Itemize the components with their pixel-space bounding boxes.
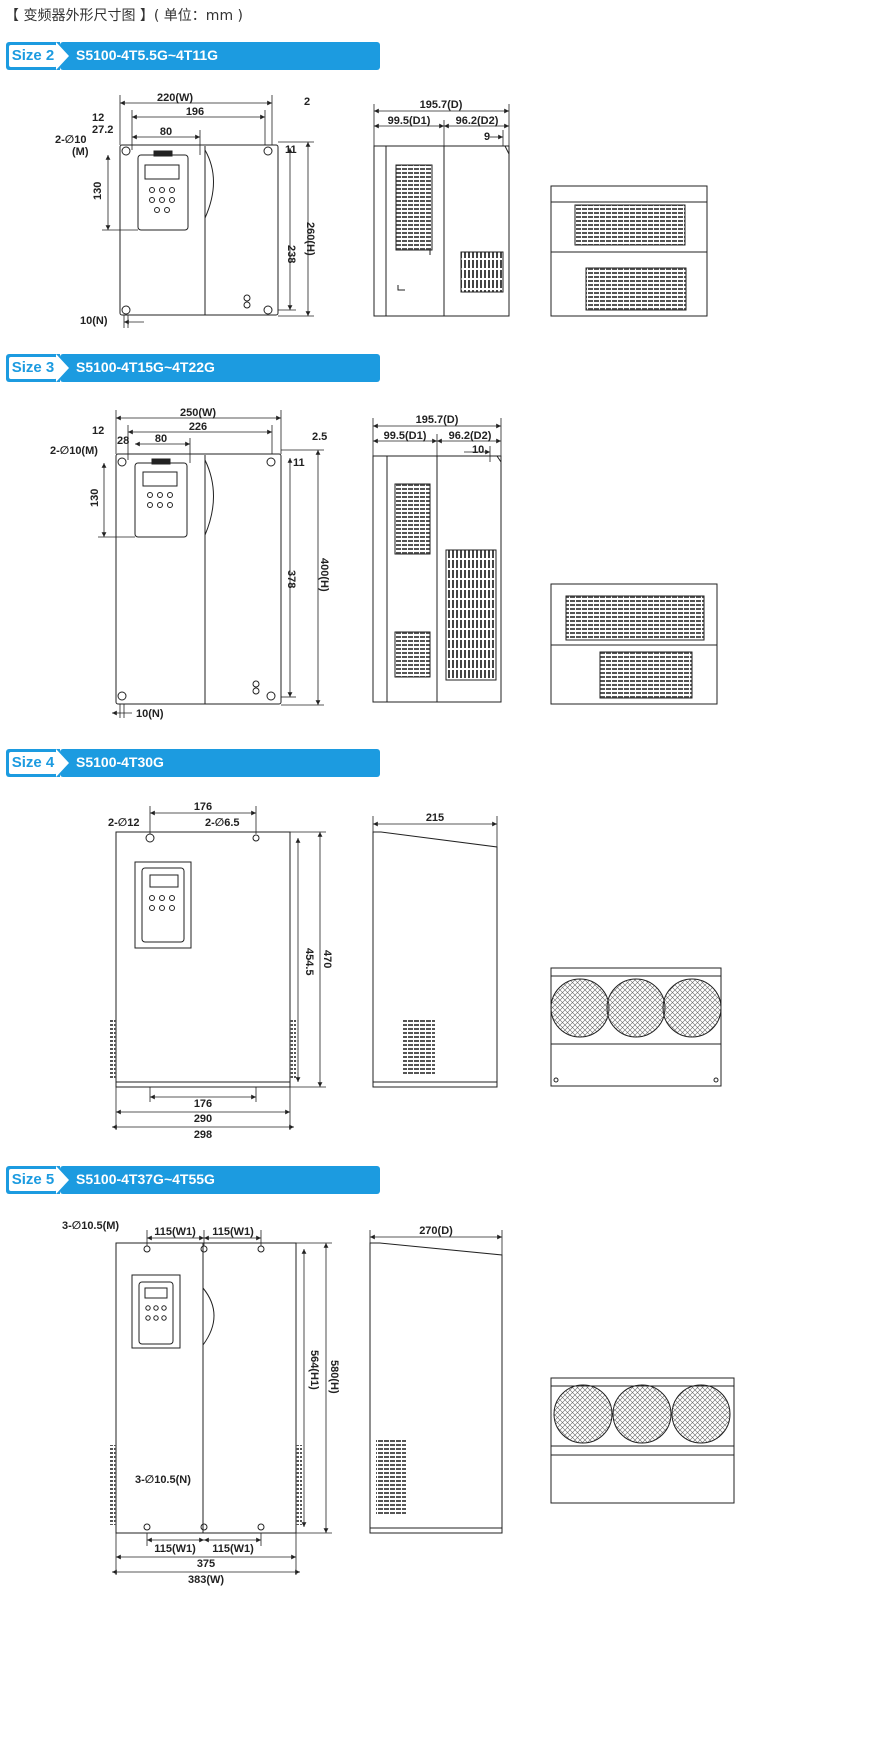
model-range: S5100-4T5.5G~4T11G bbox=[76, 47, 219, 63]
size-3-front-dimensions bbox=[98, 410, 324, 718]
svg-text:383(W): 383(W) bbox=[188, 1574, 224, 1586]
size-3-side-labels: 195.7(D) 99.5(D1) 96.2(D2) 10 bbox=[384, 414, 492, 456]
size-3-bottom-view bbox=[550, 583, 718, 705]
size-5-header: Size 5 S5100-4T37G~4T55G bbox=[6, 1166, 380, 1194]
svg-text:375: 375 bbox=[197, 1558, 215, 1570]
svg-text:130: 130 bbox=[89, 489, 101, 507]
svg-text:115(W1): 115(W1) bbox=[212, 1226, 254, 1238]
svg-text:28: 28 bbox=[117, 435, 129, 447]
svg-text:195.7(D): 195.7(D) bbox=[420, 99, 463, 111]
svg-text:99.5(D1): 99.5(D1) bbox=[384, 430, 427, 442]
svg-text:196: 196 bbox=[186, 106, 204, 118]
size-2-side-labels: 195.7(D) 99.5(D1) 96.2(D2) 9 bbox=[388, 99, 499, 143]
model-range: S5100-4T37G~4T55G bbox=[76, 1171, 215, 1187]
svg-text:10: 10 bbox=[472, 444, 484, 456]
size-2-side-view bbox=[373, 145, 510, 317]
model-range: S5100-4T30G bbox=[76, 754, 164, 770]
size-5-front-view bbox=[110, 1242, 302, 1534]
size-4-front-view bbox=[110, 831, 296, 1088]
svg-text:2-∅12: 2-∅12 bbox=[108, 817, 139, 829]
size-2-bottom-view bbox=[550, 185, 708, 317]
size-4-header: Size 4 S5100-4T30G bbox=[6, 749, 380, 777]
svg-text:580(H): 580(H) bbox=[328, 1360, 340, 1394]
size-3-front-view bbox=[115, 453, 282, 705]
size-3-side-view bbox=[372, 455, 502, 703]
size-5-bottom-view bbox=[550, 1377, 735, 1504]
size-4-bottom-view bbox=[550, 967, 722, 1087]
svg-text:11: 11 bbox=[293, 457, 305, 469]
size-2-header: Size 2 S5100-4T5.5G~4T11G bbox=[6, 42, 380, 70]
svg-text:176: 176 bbox=[194, 801, 212, 813]
svg-text:195.7(D): 195.7(D) bbox=[416, 414, 459, 426]
svg-text:378: 378 bbox=[285, 570, 297, 588]
svg-text:400(H): 400(H) bbox=[318, 558, 330, 592]
size-2-side-dimensions bbox=[373, 104, 510, 146]
size-2-front-view bbox=[119, 144, 279, 316]
svg-text:12: 12 bbox=[92, 112, 104, 124]
svg-text:2.5: 2.5 bbox=[312, 431, 327, 443]
svg-text:250(W): 250(W) bbox=[180, 407, 216, 419]
size-tag: Size 5 bbox=[9, 1169, 57, 1191]
svg-text:80: 80 bbox=[160, 126, 172, 138]
svg-text:298: 298 bbox=[194, 1129, 212, 1141]
svg-text:99.5(D1): 99.5(D1) bbox=[388, 115, 431, 127]
size-tag: Size 2 bbox=[9, 45, 57, 67]
svg-text:220(W): 220(W) bbox=[157, 92, 193, 104]
page-title: 【 变频器外形尺寸图 】( 单位：mm ) bbox=[5, 8, 243, 24]
svg-text:260(H): 260(H) bbox=[304, 222, 316, 256]
size-5-front-dimensions bbox=[112, 1230, 332, 1575]
svg-text:564(H1): 564(H1) bbox=[308, 1350, 320, 1390]
svg-text:130: 130 bbox=[92, 182, 104, 200]
size-4-side-labels: 215 bbox=[426, 812, 444, 824]
svg-text:290: 290 bbox=[194, 1113, 212, 1125]
size-4-side-dimensions bbox=[372, 816, 498, 847]
svg-text:454.5: 454.5 bbox=[303, 948, 315, 976]
svg-text:115(W1): 115(W1) bbox=[212, 1543, 254, 1555]
size-2-front-dimensions bbox=[102, 95, 314, 328]
size-4-front-labels: 2-∅12 2-∅6.5 176 454.5 470 176 290 298 bbox=[108, 801, 333, 1141]
svg-text:270(D): 270(D) bbox=[419, 1225, 453, 1237]
svg-text:3-∅10.5(M): 3-∅10.5(M) bbox=[62, 1220, 119, 1232]
svg-text:3-∅10.5(N): 3-∅10.5(N) bbox=[135, 1474, 191, 1486]
svg-text:115(W1): 115(W1) bbox=[154, 1543, 196, 1555]
svg-text:2-∅10(M): 2-∅10(M) bbox=[50, 445, 98, 457]
size-4-side-view bbox=[372, 831, 498, 1088]
size-5-front-labels: 3-∅10.5(M) 115(W1) 115(W1) 564(H1) 580(H… bbox=[62, 1220, 340, 1586]
svg-text:9: 9 bbox=[484, 131, 490, 143]
svg-text:2-∅10: 2-∅10 bbox=[55, 134, 86, 146]
size-5-side-dimensions bbox=[369, 1230, 503, 1255]
svg-text:470: 470 bbox=[321, 950, 333, 968]
model-range: S5100-4T15G~4T22G bbox=[76, 359, 215, 375]
size-3-header: Size 3 S5100-4T15G~4T22G bbox=[6, 354, 380, 382]
svg-text:115(W1): 115(W1) bbox=[154, 1226, 196, 1238]
size-5-side-view bbox=[369, 1242, 503, 1534]
svg-text:96.2(D2): 96.2(D2) bbox=[449, 430, 492, 442]
svg-text:226: 226 bbox=[189, 421, 207, 433]
svg-text:176: 176 bbox=[194, 1098, 212, 1110]
svg-text:238: 238 bbox=[285, 245, 297, 263]
svg-text:2: 2 bbox=[304, 96, 310, 108]
svg-text:2-∅6.5: 2-∅6.5 bbox=[205, 817, 240, 829]
size-4-front-dimensions bbox=[112, 806, 326, 1130]
size-2-front-labels: 220(W) 196 12 27.2 80 2-∅10 (M) 130 238 … bbox=[55, 92, 316, 327]
size-5-side-labels: 270(D) bbox=[419, 1225, 453, 1237]
svg-text:11: 11 bbox=[285, 144, 297, 156]
size-3-front-labels: 250(W) 226 12 28 80 2-∅10(M) 130 378 400… bbox=[50, 407, 330, 720]
svg-text:80: 80 bbox=[155, 433, 167, 445]
svg-text:12: 12 bbox=[92, 425, 104, 437]
svg-text:27.2: 27.2 bbox=[92, 124, 113, 136]
svg-text:215: 215 bbox=[426, 812, 444, 824]
svg-text:96.2(D2): 96.2(D2) bbox=[456, 115, 499, 127]
svg-text:(M): (M) bbox=[72, 146, 89, 158]
size-tag: Size 3 bbox=[9, 357, 57, 379]
svg-text:10(N): 10(N) bbox=[136, 708, 164, 720]
svg-text:10(N): 10(N) bbox=[80, 315, 108, 327]
size-3-side-dimensions bbox=[372, 418, 502, 462]
size-tag: Size 4 bbox=[9, 752, 57, 774]
